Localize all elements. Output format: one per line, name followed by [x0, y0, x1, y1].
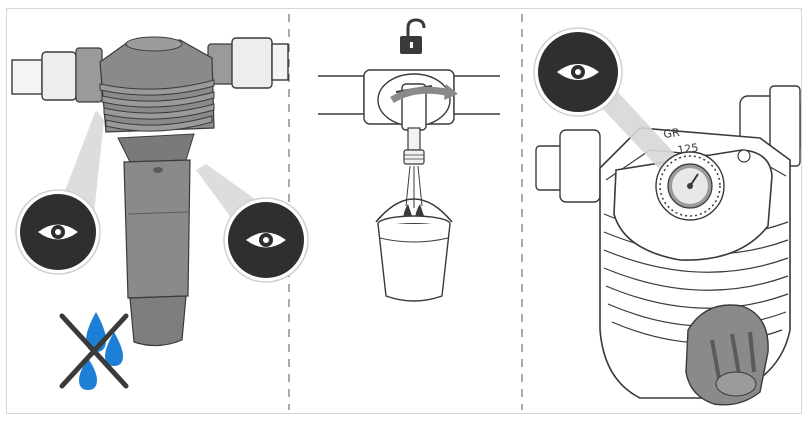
- panel-inspect-filter: [11, 36, 309, 390]
- outlet-pipe: [207, 37, 289, 89]
- eye-icon: [533, 27, 623, 117]
- gauge-icon: [655, 151, 725, 221]
- filter-head: [99, 36, 215, 133]
- no-water-icon: [59, 312, 129, 390]
- unlock-icon: [400, 18, 426, 54]
- adjustment-knob: [685, 304, 769, 406]
- eye-icon: [15, 189, 101, 275]
- bolt-icon: [737, 149, 751, 163]
- callout-beam-gauge: [600, 90, 690, 176]
- panel-pressure-gauge: GR 125: [533, 27, 801, 406]
- gauge-mark-1: GR: [663, 126, 681, 141]
- inlet-pipe: [11, 47, 103, 103]
- panel-drain-valve: [318, 18, 500, 302]
- eye-icon: [223, 197, 309, 283]
- water-flow: [405, 165, 423, 208]
- rotate-arrow-icon: [390, 84, 458, 104]
- gauge-mark-2: 125: [677, 141, 700, 157]
- filter-bowl: [117, 133, 195, 347]
- bucket-icon: [375, 198, 453, 302]
